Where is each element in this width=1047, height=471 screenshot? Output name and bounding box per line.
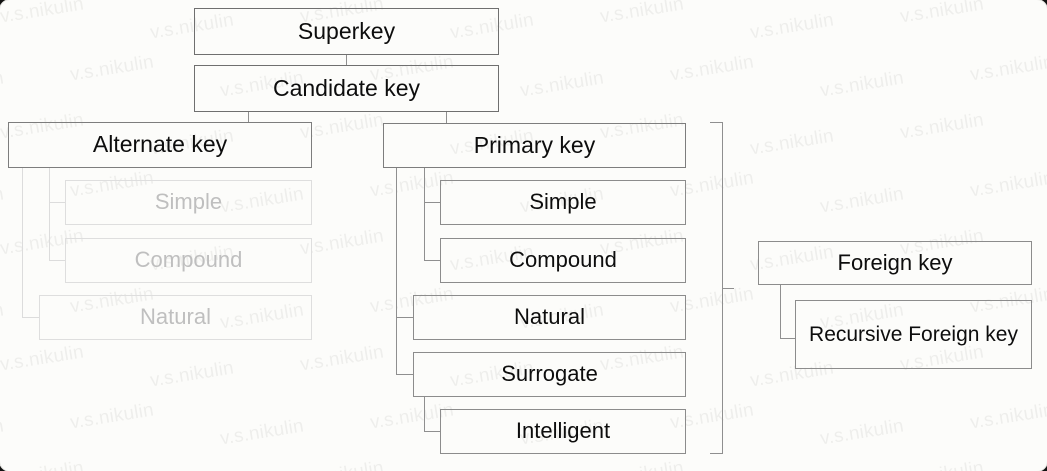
node-alternate-simple[interactable]: Simple	[65, 180, 312, 225]
node-primary-key[interactable]: Primary key	[383, 123, 686, 168]
node-alternate-key[interactable]: Alternate key	[8, 122, 312, 168]
connector-surrogate-to-intelligent	[424, 431, 440, 432]
node-candidate-key[interactable]: Candidate key	[194, 65, 499, 112]
connector-primary-trunk-outer	[396, 167, 397, 375]
group-brace-bottom-tick	[710, 453, 723, 455]
group-brace-top-tick	[710, 122, 723, 124]
connector-primary-to-surrogate	[396, 374, 413, 375]
node-alternate-natural[interactable]: Natural	[39, 295, 312, 340]
node-recursive-foreign-key[interactable]: Recursive Foreign key	[795, 300, 1032, 369]
connector-foreign-trunk	[780, 284, 781, 338]
node-primary-compound[interactable]: Compound	[440, 238, 686, 283]
connector-alternate-to-natural	[22, 317, 39, 318]
node-foreign-key[interactable]: Foreign key	[758, 241, 1032, 285]
node-primary-natural[interactable]: Natural	[413, 295, 686, 340]
node-primary-intelligent[interactable]: Intelligent	[440, 409, 686, 454]
connector-primary-to-natural	[396, 317, 413, 318]
group-brace-pointer-tick	[722, 288, 734, 290]
connector-alternate-trunk-outer	[22, 168, 23, 318]
connector-alternate-trunk-inner	[49, 168, 50, 261]
connector-candidate-alternate	[248, 112, 249, 122]
node-primary-surrogate[interactable]: Surrogate	[413, 352, 686, 397]
connector-candidate-primary	[446, 112, 447, 123]
connector-primary-to-simple	[424, 202, 440, 203]
connector-primary-trunk-inner	[424, 167, 425, 261]
node-alternate-compound[interactable]: Compound	[65, 238, 312, 283]
connector-superkey-candidate	[346, 55, 347, 65]
node-primary-simple[interactable]: Simple	[440, 180, 686, 225]
node-superkey[interactable]: Superkey	[194, 8, 499, 55]
connector-foreign-to-recursive	[780, 338, 796, 339]
connector-alternate-to-simple	[49, 202, 65, 203]
connector-surrogate-trunk	[424, 396, 425, 431]
connector-alternate-to-compound	[49, 260, 65, 261]
connector-primary-to-compound	[424, 260, 440, 261]
